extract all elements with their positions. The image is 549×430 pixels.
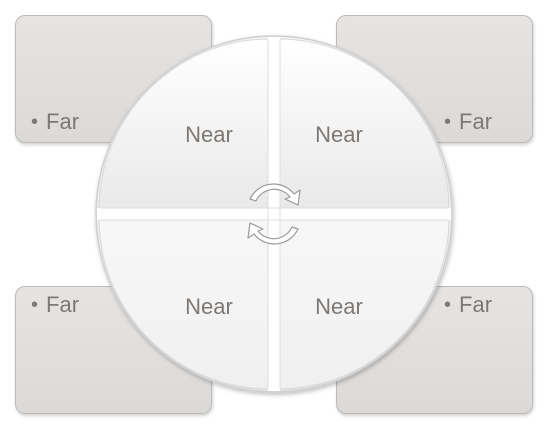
quadrant-label-bottom-left: Near [185,294,233,319]
horizontal-divider [97,208,451,220]
cycle-arrows-icon [247,183,301,245]
quadrant-label-top-left: Near [185,122,233,147]
far-item-bottom-left: • Far [31,294,79,316]
far-item-top-left: • Far [31,111,79,133]
far-label: Far [459,292,493,317]
far-label: Far [46,109,80,134]
far-label: Far [459,109,493,134]
far-item-top-right: • Far [444,111,492,133]
bullet-icon: • [444,111,452,133]
quadrant-label-top-right: Near [315,122,363,147]
bullet-icon: • [31,111,39,133]
quadrant-bottom-left [98,219,269,390]
quadrant-bottom-right [279,219,450,390]
bullet-icon: • [31,294,39,316]
far-item-bottom-right: • Far [444,294,492,316]
quadrant-top-right [279,38,450,209]
far-label: Far [46,292,80,317]
quadrant-label-bottom-right: Near [315,294,363,319]
quadrant-top-left [98,38,269,209]
bullet-icon: • [444,294,452,316]
